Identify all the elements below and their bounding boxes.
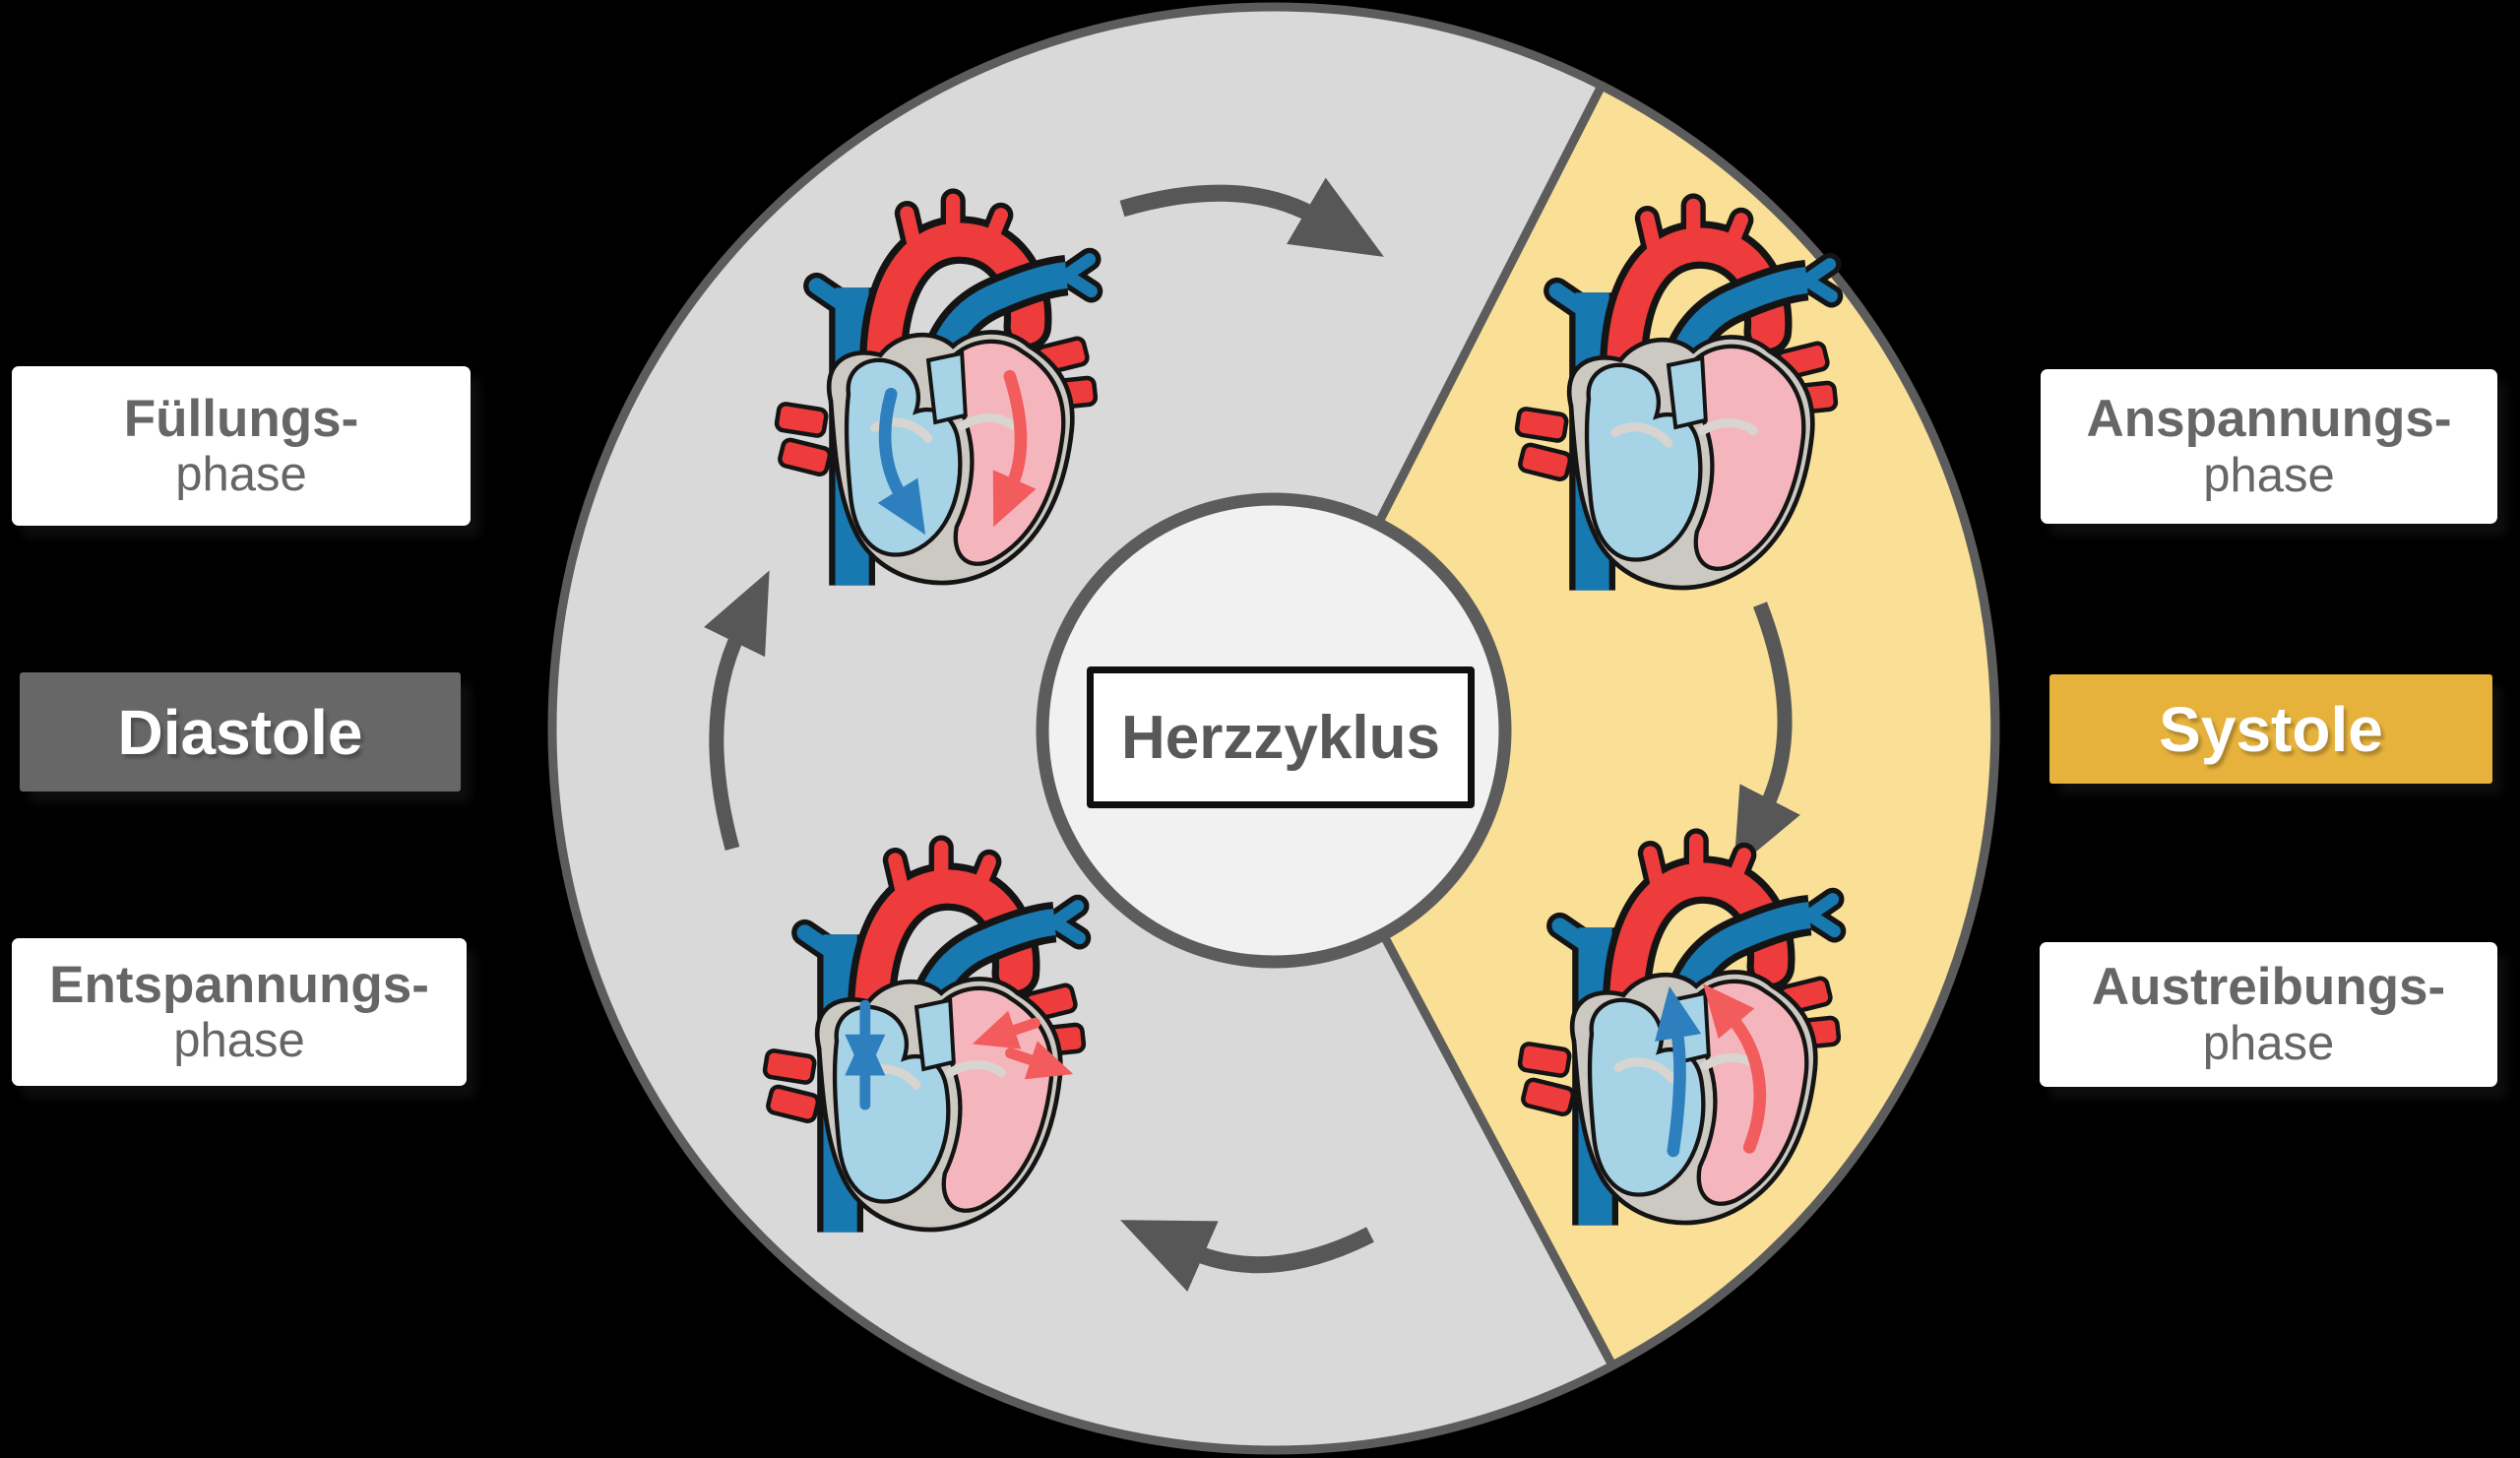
- phase-label-line2: phase: [173, 1014, 305, 1068]
- cycle-arrow-bottom: [1119, 1220, 1374, 1292]
- phase-label-entspannungsphase: Entspannungs- phase: [12, 938, 467, 1086]
- cycle-arrow-left: [704, 570, 770, 851]
- blood-flow-arrows-ejection: [1655, 983, 1767, 1158]
- cycle-arrow-top: [1119, 177, 1384, 257]
- phase-label-line1: Anspannungs-: [2086, 390, 2452, 449]
- heart-illustration-austreibungsphase: [1519, 841, 1840, 1226]
- phase-label-line2: phase: [2202, 1016, 2335, 1070]
- center-title-box: Herzzyklus: [1087, 666, 1475, 808]
- heart-illustration-entspannungsphase: [764, 848, 1085, 1233]
- phase-label-line2: phase: [175, 448, 307, 502]
- systole-tag: Systole: [2049, 674, 2492, 784]
- diastole-tag: Diastole: [20, 672, 461, 792]
- blood-flow-arrows-relaxation: [845, 999, 1074, 1110]
- phase-label-austreibungsphase: Austreibungs- phase: [2040, 942, 2497, 1087]
- phase-label-line1: Füllungs-: [123, 389, 359, 448]
- phase-label-line1: Austreibungs-: [2091, 958, 2446, 1017]
- phase-label-anspannungsphase: Anspannungs- phase: [2041, 369, 2497, 524]
- phase-label-line2: phase: [2203, 448, 2335, 502]
- blood-flow-arrows-filling: [877, 369, 1037, 536]
- cycle-arrow-right: [1733, 602, 1800, 871]
- phase-label-fuellungsphase: Füllungs- phase: [12, 366, 471, 526]
- phase-label-line1: Entspannungs-: [49, 955, 429, 1014]
- heart-illustration-fuellungsphase: [776, 201, 1097, 586]
- center-title: Herzzyklus: [1121, 703, 1440, 772]
